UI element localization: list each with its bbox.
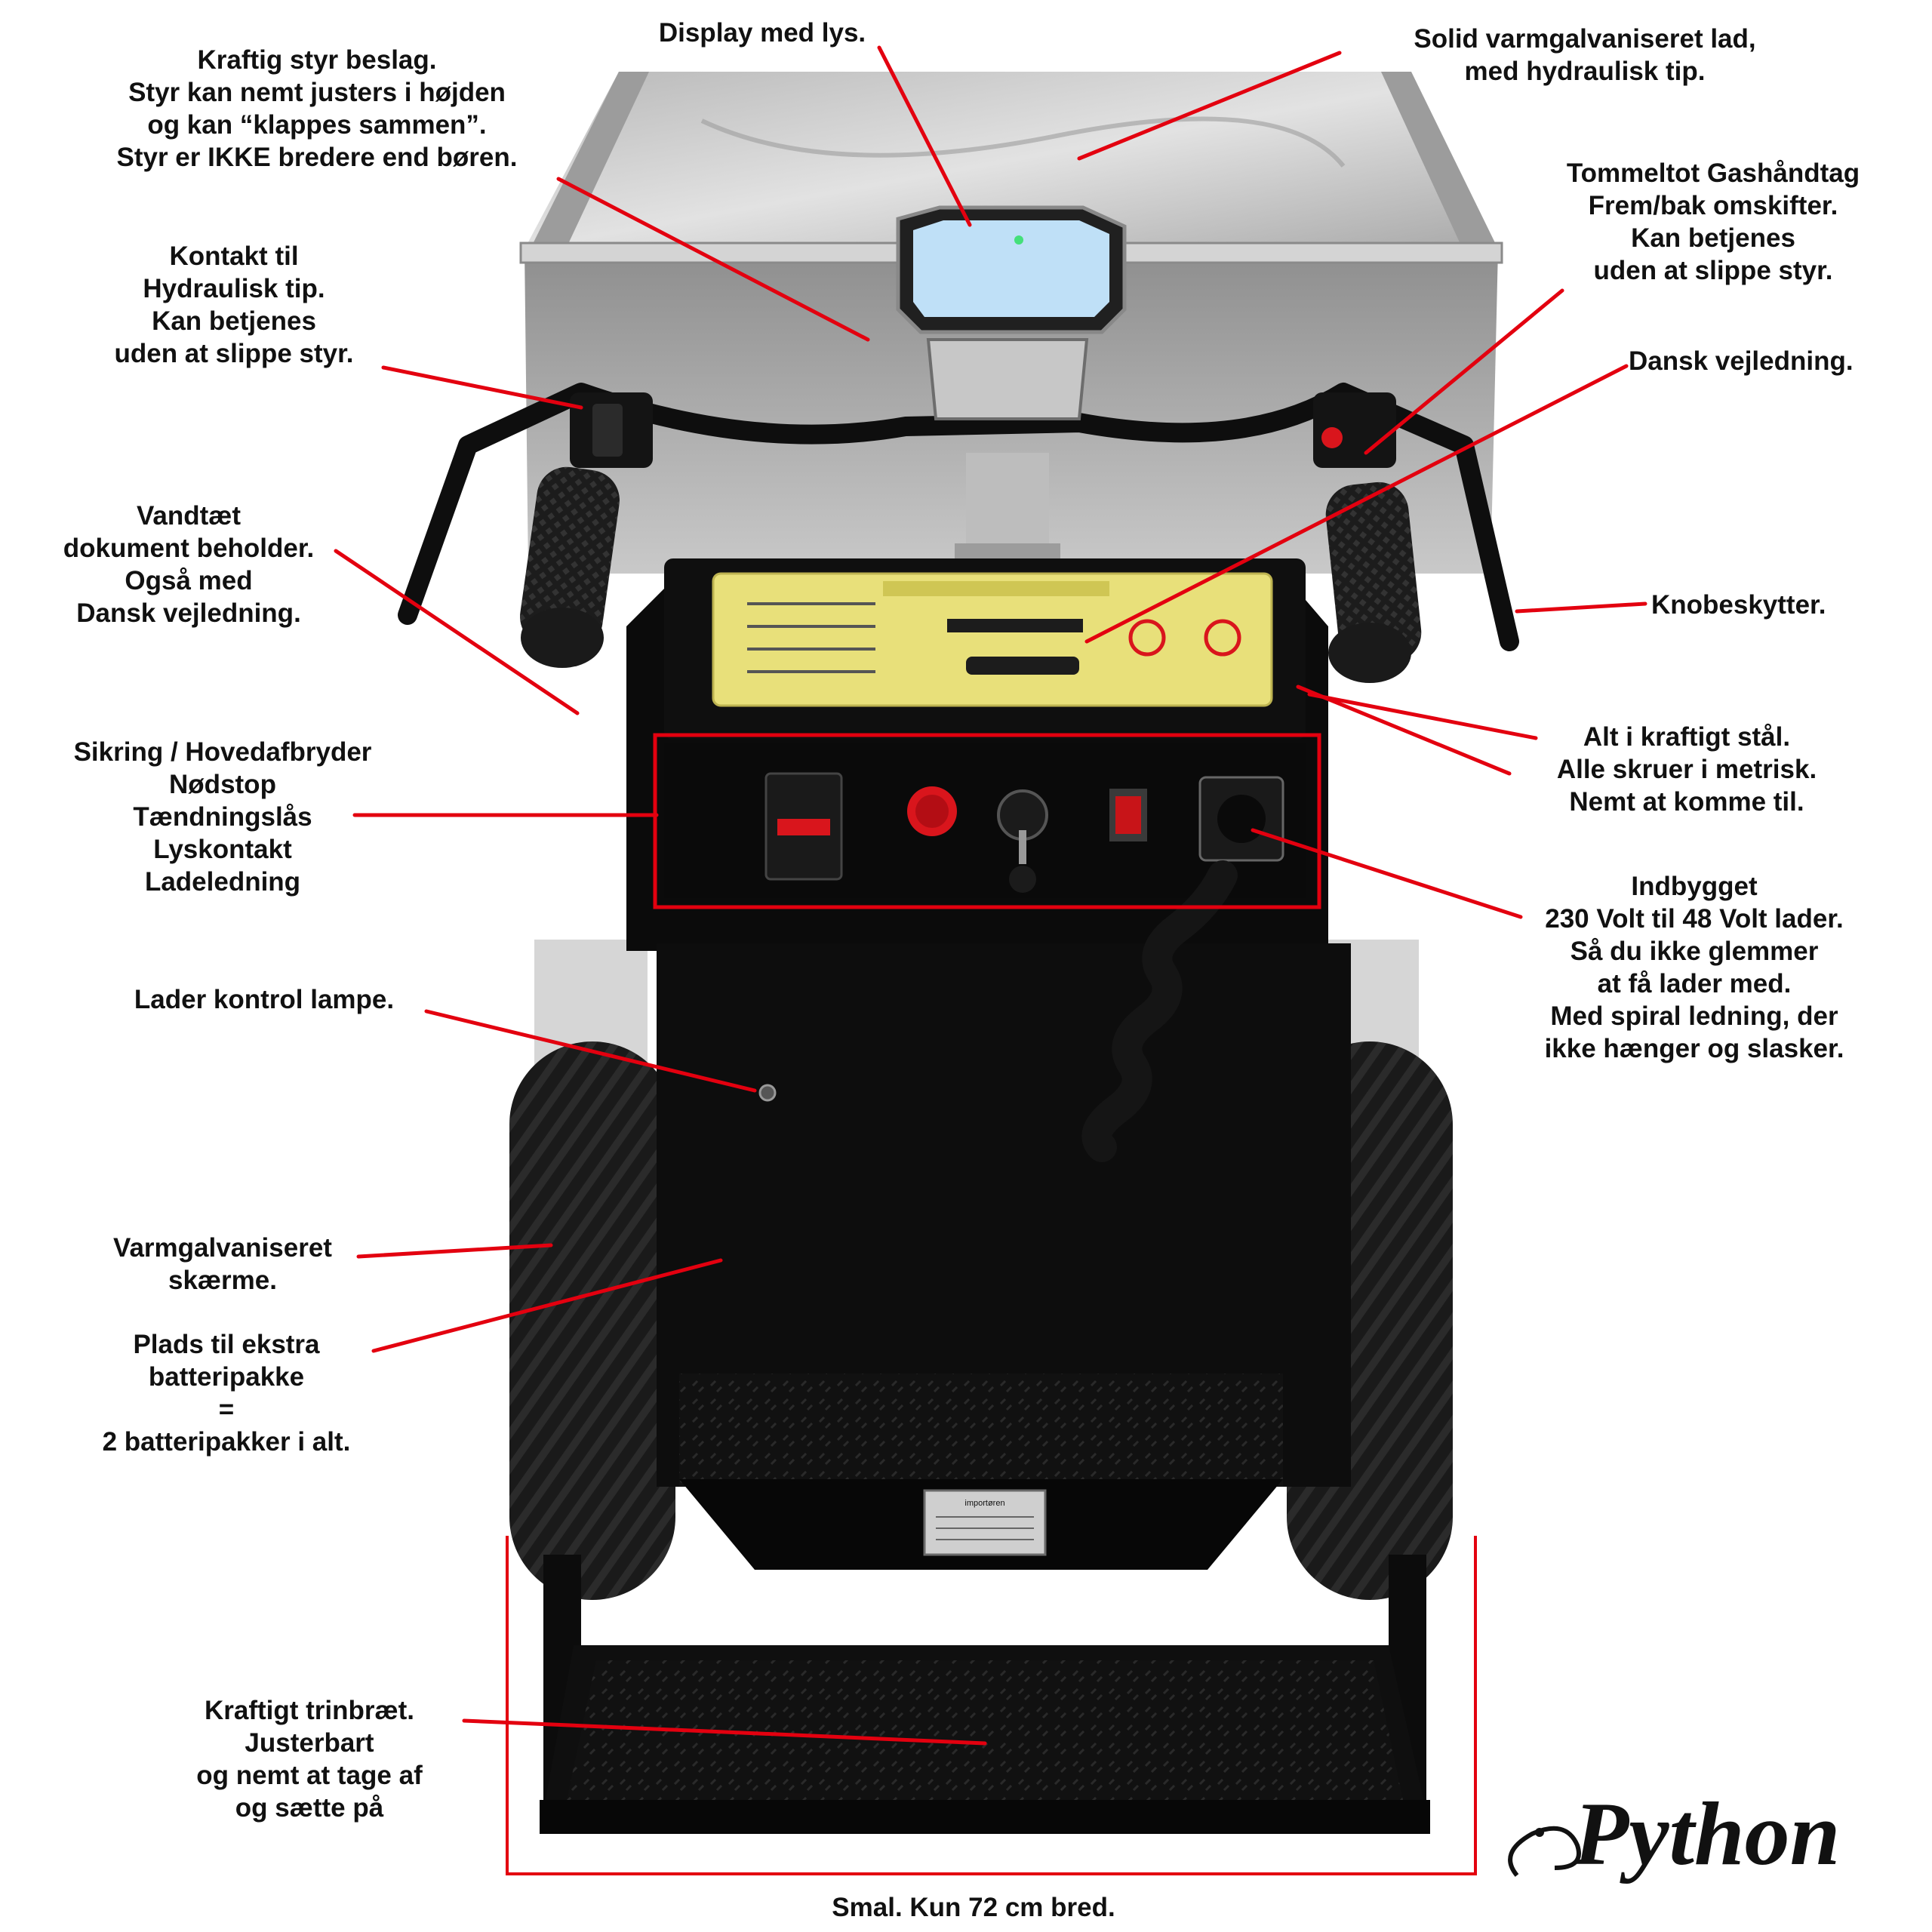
callout-line-handlebar: [556, 177, 870, 342]
callout-line-fenders: [356, 1243, 553, 1259]
charger-indicator-lamp: [758, 1084, 777, 1102]
python-logo: Python: [1508, 1783, 1840, 1884]
name-plate-title: importøren: [964, 1499, 1004, 1508]
label-knob-protector: Knobeskytter.: [1651, 590, 1826, 620]
callout-line-bed: [1077, 51, 1342, 161]
label-bed: Solid varmgalvaniseret lad, med hydrauli…: [1414, 24, 1756, 86]
step-board: [540, 1555, 1430, 1834]
label-steel: Alt i kraftigt stål. Alle skruer i metri…: [1556, 722, 1817, 817]
label-controls: Sikring / Hovedafbryder Nødstop Tændning…: [73, 737, 372, 897]
callout-line-steel-1: [1307, 692, 1538, 740]
control-panel-highlight: [653, 733, 1321, 909]
label-tip-switch: Kontakt til Hydraulisk tip. Kan betjenes…: [114, 242, 354, 368]
label-battery: Plads til ekstra batteripakke = 2 batter…: [102, 1330, 351, 1457]
callout-line-document-holder: [334, 549, 580, 715]
machine-body: [626, 558, 1351, 1570]
callout-lines: [334, 45, 1647, 1746]
label-throttle: Tommeltot Gashåndtag Frem/bak omskifter.…: [1566, 158, 1860, 285]
label-handlebar: Kraftig styr beslag. Styr kan nemt juste…: [116, 45, 518, 172]
callout-line-step: [462, 1718, 987, 1746]
callout-line-steel-2: [1296, 685, 1512, 776]
label-width: Smal. Kun 72 cm bred.: [832, 1893, 1115, 1922]
callout-line-battery: [371, 1258, 723, 1353]
control-panel: [664, 743, 1306, 898]
callout-line-tip-switch: [381, 365, 583, 410]
callout-line-knob-protector: [1515, 601, 1647, 614]
spiral-charge-cable: [1081, 860, 1238, 1162]
name-plate: importøren: [923, 1489, 1047, 1556]
label-display: Display med lys.: [658, 18, 866, 48]
label-document-holder: Vandtæt dokument beholder. Også med Dans…: [63, 501, 315, 628]
label-charger-lamp: Lader kontrol lampe.: [134, 985, 395, 1014]
label-fenders: Varmgalvaniseret skærme.: [113, 1233, 332, 1295]
label-danish-manual: Dansk vejledning.: [1629, 346, 1854, 376]
callout-line-charger: [1251, 828, 1523, 919]
callout-line-throttle: [1364, 288, 1564, 455]
lcd-display: [896, 205, 1127, 334]
label-charger: Indbygget 230 Volt til 48 Volt lader. Så…: [1544, 872, 1844, 1063]
width-bracket: [506, 1536, 1477, 1875]
handlebar: [398, 338, 1519, 683]
danish-manual-sticker: [712, 572, 1273, 707]
label-step: Kraftigt trinbræt. Justerbart og nemt at…: [196, 1696, 423, 1823]
callout-line-display: [877, 45, 972, 227]
callout-line-charger-lamp: [424, 1009, 757, 1093]
callout-line-danish-manual: [1084, 364, 1629, 644]
python-logo-text: Python: [1573, 1783, 1840, 1884]
